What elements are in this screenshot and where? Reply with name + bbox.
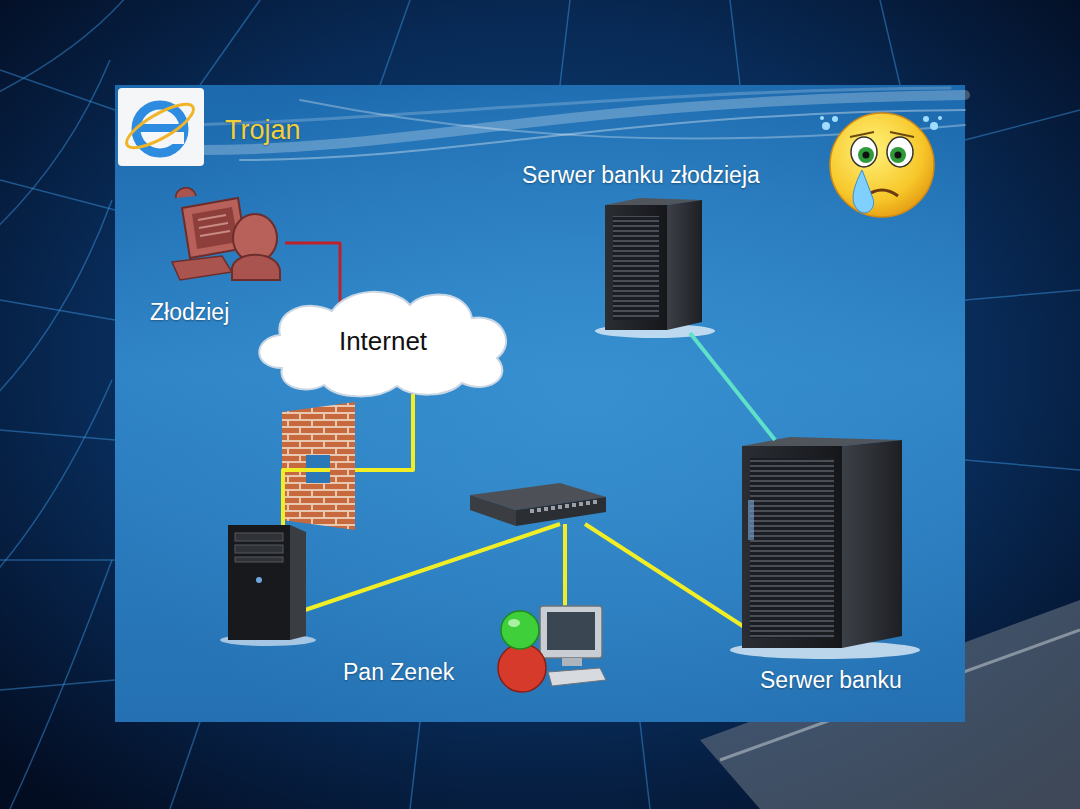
thief-bank-server: Serwer banku złodzieja — [518, 157, 818, 335]
network-link — [690, 333, 775, 440]
user-workstation: Pan Zenek — [340, 600, 605, 700]
cloud-label: Internet — [339, 326, 427, 356]
device-label: Pan Zenek — [343, 658, 454, 686]
network-link — [285, 243, 340, 303]
internet-cloud: Internet — [252, 283, 514, 398]
thief-computer: Złodziej — [145, 192, 285, 330]
device-label: Serwer banku — [760, 666, 902, 694]
device-label: Serwer banku złodzieja — [522, 161, 760, 189]
bank-server: Serwer banku — [735, 432, 940, 700]
device-label: Złodziej — [150, 298, 229, 326]
slide-title: Trojan — [225, 114, 301, 146]
